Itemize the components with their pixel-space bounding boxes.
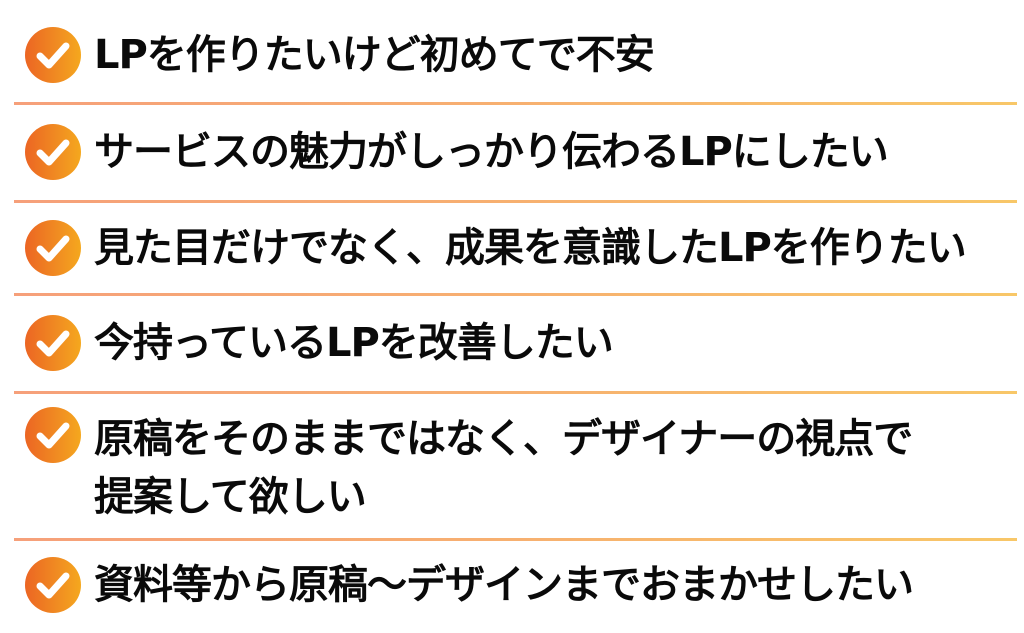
checklist-item-text: 見た目だけでなく、成果を意識したLPを作りたい: [94, 225, 967, 271]
check-circle-icon: [25, 27, 81, 83]
checklist-item-text: 今持っているLPを改善したい: [94, 320, 614, 366]
checklist-item-text-line2: 提案して欲しい: [94, 474, 367, 520]
divider: [14, 391, 1017, 394]
checklist-item-text: LPを作りたいけど初めてで不安: [94, 32, 655, 78]
checklist-item-text: 原稿をそのままではなく、デザイナーの視点で: [94, 416, 913, 462]
check-circle-icon: [25, 407, 81, 463]
divider: [14, 538, 1017, 541]
divider: [14, 200, 1017, 203]
divider: [14, 102, 1017, 105]
checklist-item-text: 資料等から原稿〜デザインまでおまかせしたい: [94, 562, 914, 608]
check-circle-icon: [25, 315, 81, 371]
check-circle-icon: [25, 557, 81, 613]
divider: [14, 293, 1017, 296]
checklist-item-text: サービスの魅力がしっかり伝わるLPにしたい: [94, 129, 889, 175]
check-circle-icon: [25, 124, 81, 180]
check-circle-icon: [25, 220, 81, 276]
